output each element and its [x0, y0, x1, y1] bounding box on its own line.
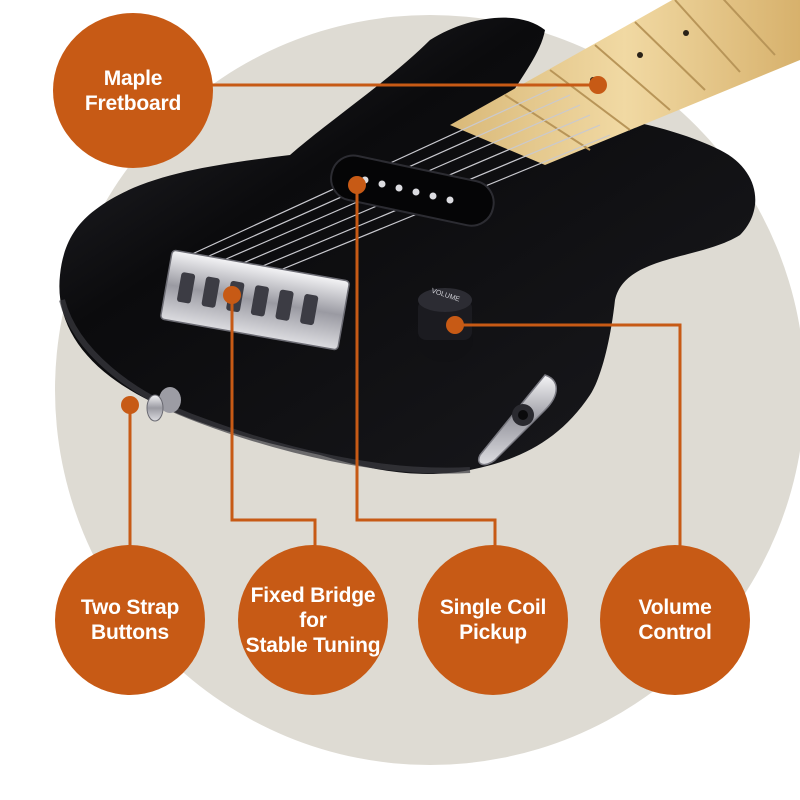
output-jack — [478, 374, 557, 466]
badge-line: Volume — [638, 596, 712, 619]
volume-line — [455, 323, 682, 560]
fixed-bridge-badge: Fixed Bridge for Stable Tuning — [238, 545, 388, 695]
badge-line: Two Strap — [80, 596, 180, 619]
badge-line: Fixed Bridge for — [250, 583, 376, 632]
badge-line: Single Coil — [439, 596, 547, 619]
pickup-line — [355, 185, 497, 560]
badge-line: Buttons — [91, 621, 169, 644]
volume-control-badge: Volume Control — [600, 545, 750, 695]
badge-line: Stable Tuning — [245, 633, 381, 657]
badge-line: Control — [638, 621, 712, 644]
badge-line: Fretboard — [84, 91, 182, 115]
strap-button — [146, 387, 181, 422]
badge-line: Pickup — [459, 621, 527, 644]
badge-line: Maple — [103, 66, 163, 90]
callout-dots — [121, 76, 607, 414]
single-coil-pickup-badge: Single Coil Pickup — [418, 545, 568, 695]
bridge-line — [230, 295, 317, 560]
strap-buttons-badge: Two Strap Buttons — [55, 545, 205, 695]
single-coil-pickup — [330, 154, 495, 227]
maple-fretboard-badge: Maple Fretboard — [53, 13, 213, 168]
body-edge — [59, 299, 471, 474]
callout-lines — [128, 83, 682, 560]
